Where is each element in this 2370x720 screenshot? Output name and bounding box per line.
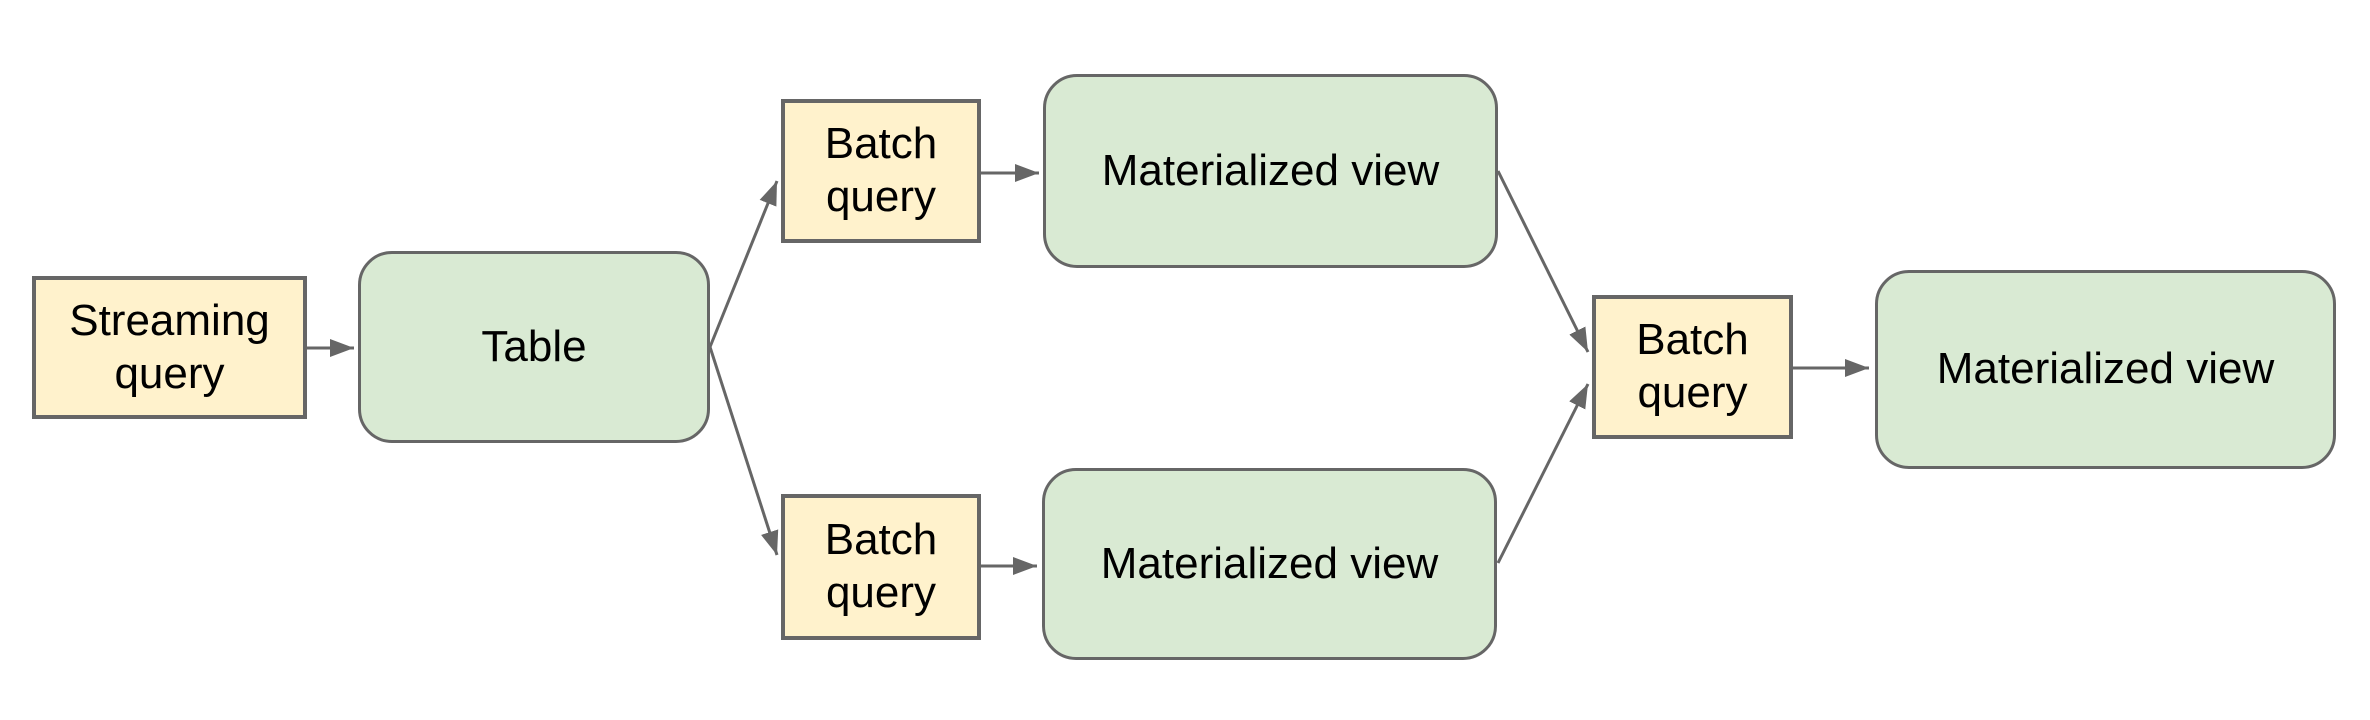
node-materialized-view-bottom: Materialized view <box>1042 468 1497 660</box>
node-table-label: Table <box>481 321 587 371</box>
node-batch-query-merge-label: Batch query <box>1636 315 1749 417</box>
node-batch-query-bottom-label: Batch query <box>824 515 938 617</box>
node-table: Table <box>358 251 710 443</box>
node-batch-query-merge: Batch query <box>1592 295 1793 439</box>
node-materialized-view-top-label: Materialized view <box>1101 145 1440 195</box>
node-batch-query-top-label: Batch query <box>824 119 938 221</box>
node-batch-query-top: Batch query <box>781 99 981 243</box>
node-materialized-view-top: Materialized view <box>1043 74 1498 268</box>
edge-materialized-view-top-to-batch-query-merge <box>1496 170 1590 353</box>
node-streaming-query-label: Streaming query <box>69 295 270 398</box>
node-materialized-view-bottom-label: Materialized view <box>1100 538 1439 588</box>
node-streaming-query: Streaming query <box>32 276 307 419</box>
node-materialized-view-final: Materialized view <box>1875 270 2336 469</box>
edge-table-to-batch-query-bottom <box>708 346 779 556</box>
node-batch-query-bottom: Batch query <box>781 494 981 640</box>
node-materialized-view-final-label: Materialized view <box>1936 344 2275 394</box>
edge-materialized-view-bottom-to-batch-query-merge <box>1496 383 1590 564</box>
edge-table-to-batch-query-top <box>708 180 779 348</box>
